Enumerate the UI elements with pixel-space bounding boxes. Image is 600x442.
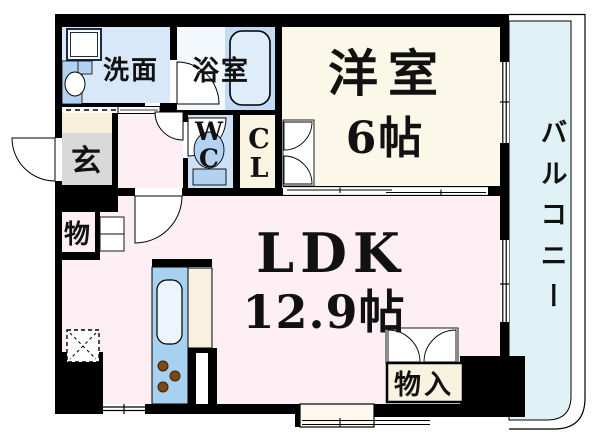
wall-corner-mass-right	[460, 356, 525, 417]
balcony-outer-rail	[509, 13, 586, 430]
storage-ldk-box	[385, 361, 465, 404]
entrance-label: 玄	[71, 144, 101, 179]
western-room-label: 洋室	[328, 44, 448, 103]
washroom-partition	[64, 106, 161, 114]
wall-storage-bottom	[55, 252, 100, 260]
washroom-door-swing	[154, 111, 184, 141]
storage-ldk-door-leaf	[387, 329, 421, 363]
vanity-sink-bowl	[64, 71, 86, 97]
wc-label-line1: W	[194, 117, 224, 146]
entrance-step	[62, 112, 112, 133]
western-room-floor	[282, 27, 500, 186]
wall-left	[55, 14, 62, 414]
wall-hall-ldk-a	[118, 188, 135, 196]
fridge-space	[66, 329, 100, 363]
balcony-floor	[508, 20, 572, 421]
washer-pan-inner	[70, 32, 98, 57]
storage-door-panel	[99, 216, 125, 235]
ldk-size: 12.9帖	[242, 285, 405, 339]
closet-door-leaf	[283, 121, 313, 151]
balcony-label: バルコニー	[536, 118, 567, 323]
storage-ldk-door-leaf	[423, 329, 457, 363]
wall-bath-western	[275, 14, 282, 196]
toilet-bowl	[193, 131, 225, 169]
storage-door-panel	[99, 233, 125, 252]
storage-ldk-doors	[385, 327, 459, 364]
ldk-label: LDK	[256, 221, 406, 285]
washroom-label: 洗面	[103, 56, 159, 86]
wc-label-line2: C	[199, 144, 219, 173]
kitchen-sink	[156, 279, 183, 345]
ldk-window-gap	[500, 240, 509, 322]
wc-door-gap	[183, 122, 188, 158]
hall-ldk-door-gap	[135, 188, 182, 196]
kitchen-counter	[187, 267, 213, 349]
storage-ldk-label: 物入	[394, 370, 454, 401]
stove-burner	[157, 360, 169, 372]
washer-pan-outer	[66, 28, 102, 61]
western-room-size: 6帖	[346, 113, 425, 164]
wall-bay-left	[295, 404, 300, 427]
vanity-unit	[61, 60, 93, 105]
stove-burner	[169, 370, 181, 382]
wall-wc-cl-bottom	[188, 188, 283, 196]
closet-door-leaf	[283, 155, 313, 185]
kitchen-top-wall	[152, 259, 212, 267]
wall-under-bath	[177, 110, 282, 115]
bathtub	[229, 30, 271, 106]
windows	[103, 62, 509, 414]
storage-hall-doors	[99, 216, 125, 252]
wall-under-washroom	[62, 103, 170, 107]
toilet-fixture	[192, 131, 227, 186]
toilet-tank	[192, 168, 227, 186]
wall-bottom	[55, 404, 302, 414]
bay-window-lines	[302, 418, 430, 427]
closet-label-line2: L	[250, 153, 269, 184]
vanity-top	[77, 60, 93, 75]
bathroom-label: 浴室	[192, 55, 250, 87]
walls	[55, 14, 525, 427]
wall-slider-cap	[488, 186, 509, 196]
wall-storage-right	[95, 212, 100, 252]
slider-track	[283, 186, 488, 196]
closet-floor	[240, 115, 275, 188]
hall-ldk-door-swing	[134, 195, 183, 244]
wall-hall-ldk-b	[182, 188, 188, 196]
bath-door-gap	[170, 60, 177, 103]
kitchen	[151, 259, 217, 405]
front-door-swing	[11, 137, 56, 182]
front-door-gap	[55, 138, 62, 181]
bath-door-swing	[176, 61, 220, 105]
wall-entrance-hall	[112, 110, 118, 188]
fridge-space-x	[69, 332, 97, 360]
closet-doors	[282, 119, 315, 187]
wall-entrance-bottom	[55, 185, 118, 212]
storage-hall-label: 物	[64, 220, 90, 250]
kitchen-counter-pass	[196, 353, 208, 404]
washer-pan	[66, 28, 102, 61]
bay-window-box	[299, 403, 375, 428]
slider-western-ldk	[283, 186, 488, 196]
stove-burner	[157, 381, 169, 393]
wall-wc-closet	[233, 110, 240, 190]
entrance-floor	[62, 133, 112, 188]
closet-label-line1: C	[248, 124, 270, 155]
wall-right	[500, 14, 509, 414]
